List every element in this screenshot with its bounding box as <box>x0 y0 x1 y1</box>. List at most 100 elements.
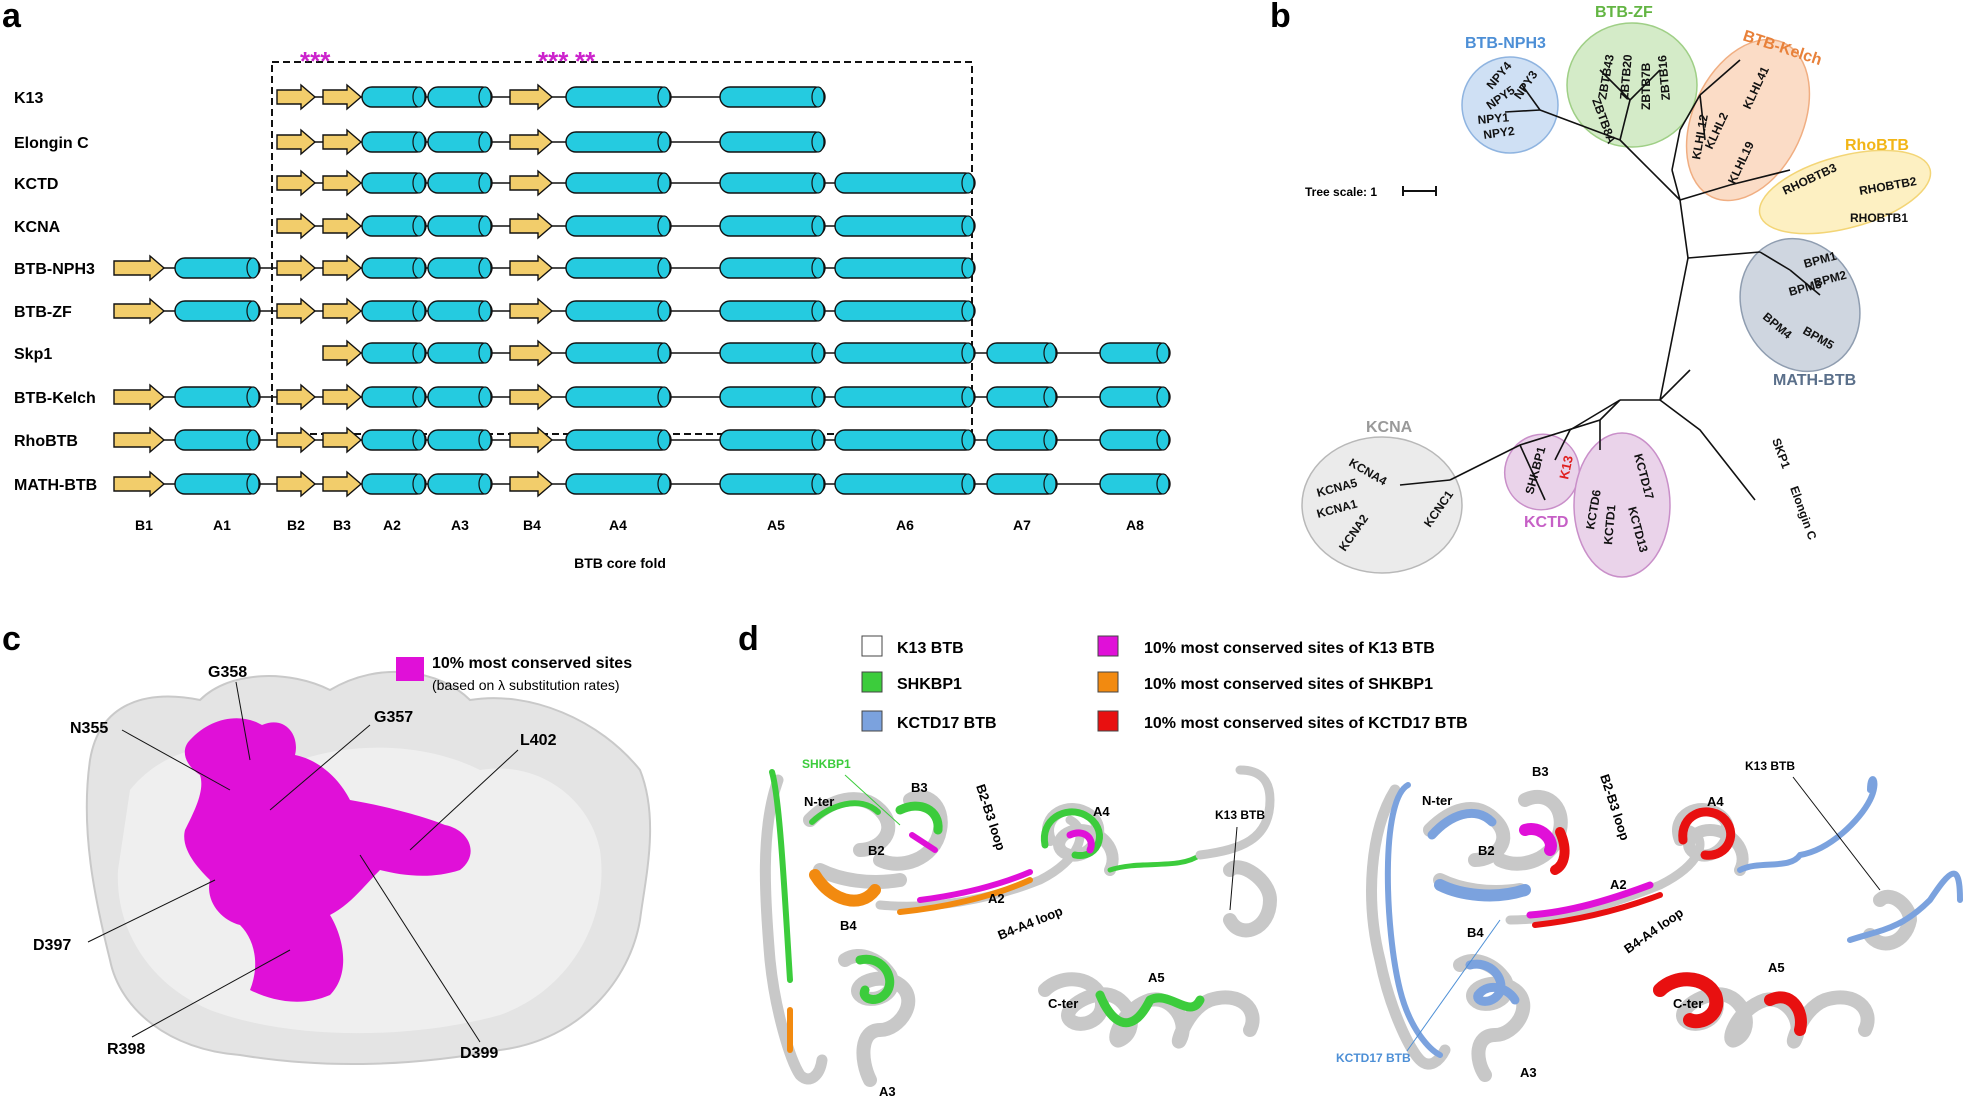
legend-cons-kctd17: 10% most conserved sites of KCTD17 BTB <box>1144 715 1468 732</box>
helix-cylinder-a6 <box>834 172 976 194</box>
leaf-label: NPY2 <box>1482 124 1515 142</box>
strand-arrow-b4 <box>509 169 554 197</box>
helix-cylinder-a4 <box>565 257 672 279</box>
helix-cylinder-a7 <box>986 429 1058 451</box>
strand-arrow-b4 <box>509 212 554 240</box>
helix-cap <box>412 86 426 108</box>
helix-cap <box>961 172 975 194</box>
helix-cylinder-a5 <box>719 215 826 237</box>
helix-cylinder-a3 <box>427 342 493 364</box>
helix-cylinder-a3 <box>427 131 493 153</box>
asterisks-b4: *** <box>538 46 569 76</box>
leaf-label: Elongin C <box>1787 484 1819 542</box>
leader-k13-left <box>1229 826 1238 911</box>
legend-kctd17: KCTD17 BTB <box>897 715 997 732</box>
helix-cap <box>961 300 975 322</box>
structure-left <box>759 765 1277 1087</box>
helix-cylinder-a1 <box>174 429 261 451</box>
helix-cap <box>478 473 492 495</box>
label-a2-right: A2 <box>1610 877 1627 892</box>
group-label-math: MATH-BTB <box>1773 372 1856 389</box>
residue-r398: R398 <box>107 1041 145 1058</box>
segment-labels: B1 A1 B2 B3 A2 A3 B4 A4 A5 A6 A7 A8 <box>135 517 1144 533</box>
helix-cylinder-a6 <box>834 429 976 451</box>
helix-cap <box>478 131 492 153</box>
strand-arrow-b4 <box>509 383 554 411</box>
helix-cylinder-a6 <box>834 300 976 322</box>
helix-cylinder-a1 <box>174 257 261 279</box>
row-label: BTB-Kelch <box>14 390 96 407</box>
structure-right <box>1366 776 1963 1082</box>
helix-cylinder-a2 <box>361 473 427 495</box>
label-b3-right: B3 <box>1532 764 1549 779</box>
helix-cap <box>811 429 825 451</box>
strand-arrow-b4 <box>509 339 554 367</box>
helix-cylinder-a2 <box>361 386 427 408</box>
helix-cap <box>412 257 426 279</box>
legend-swatch-conserved <box>396 657 424 681</box>
label-b2-left: B2 <box>868 843 885 858</box>
helix-cap <box>412 429 426 451</box>
helix-cap <box>478 429 492 451</box>
row-label: MATH-BTB <box>14 477 97 494</box>
label-a5-right: A5 <box>1768 960 1785 975</box>
strand-arrow-b2 <box>276 128 317 156</box>
strand-arrow-b4 <box>509 128 554 156</box>
helix-cap <box>811 86 825 108</box>
helix-cap <box>961 342 975 364</box>
helix-cap <box>961 257 975 279</box>
helix-cap <box>1156 429 1170 451</box>
tree-scale-label: Tree scale: 1 <box>1305 185 1377 199</box>
helix-cylinder-a5 <box>719 131 826 153</box>
strand-arrow-b3 <box>322 297 363 325</box>
label-b3-left: B3 <box>911 780 928 795</box>
seg-label: A5 <box>767 517 785 533</box>
seg-label: A7 <box>1013 517 1031 533</box>
seg-label: A2 <box>383 517 401 533</box>
helix-cap <box>657 429 671 451</box>
group-bubble-kctd <box>1573 432 1671 578</box>
strand-arrow-b3 <box>322 426 363 454</box>
helix-cap <box>478 257 492 279</box>
leaf-label: SKP1 <box>1769 436 1793 471</box>
strand-arrow-b3 <box>322 169 363 197</box>
helix-cap <box>1043 473 1057 495</box>
label-b4-right: B4 <box>1467 925 1484 940</box>
strand-arrow-b1 <box>113 254 166 282</box>
helix-cap <box>478 215 492 237</box>
helix-cap <box>657 386 671 408</box>
label-a2-left: A2 <box>988 891 1005 906</box>
helix-cap <box>657 257 671 279</box>
helix-cylinder-a1 <box>174 300 261 322</box>
helix-cap <box>811 131 825 153</box>
residue-g357: G357 <box>374 709 413 726</box>
leaf-label: ZBTB20 <box>1617 54 1635 101</box>
strand-arrow-b4 <box>509 470 554 498</box>
label-b2b3-right: B2-B3 loop <box>1597 772 1632 842</box>
label-k13-left: K13 BTB <box>1215 808 1265 822</box>
label-cter-left: C-ter <box>1048 996 1078 1011</box>
helix-cylinder-a5 <box>719 429 826 451</box>
helix-cap <box>478 172 492 194</box>
helix-cylinder-a5 <box>719 342 826 364</box>
helix-cap <box>246 257 260 279</box>
legend-shkbp1: SHKBP1 <box>897 676 962 693</box>
helix-cap <box>246 300 260 322</box>
legend-swatch-cons-shkbp1 <box>1097 671 1119 693</box>
strand-arrow-b3 <box>322 383 363 411</box>
helix-cap <box>478 86 492 108</box>
strand-arrow-b4 <box>509 297 554 325</box>
helix-cylinder-a4 <box>565 131 672 153</box>
seg-label: A8 <box>1126 517 1144 533</box>
helix-cylinder-a2 <box>361 257 427 279</box>
helix-cap <box>478 342 492 364</box>
strand-arrow-b3 <box>322 339 363 367</box>
helix-cap <box>657 473 671 495</box>
helix-cap <box>657 300 671 322</box>
row-label: RhoBTB <box>14 433 78 450</box>
helix-cylinder-a3 <box>427 257 493 279</box>
helix-cylinder-a5 <box>719 473 826 495</box>
helix-cylinder-a7 <box>986 473 1058 495</box>
